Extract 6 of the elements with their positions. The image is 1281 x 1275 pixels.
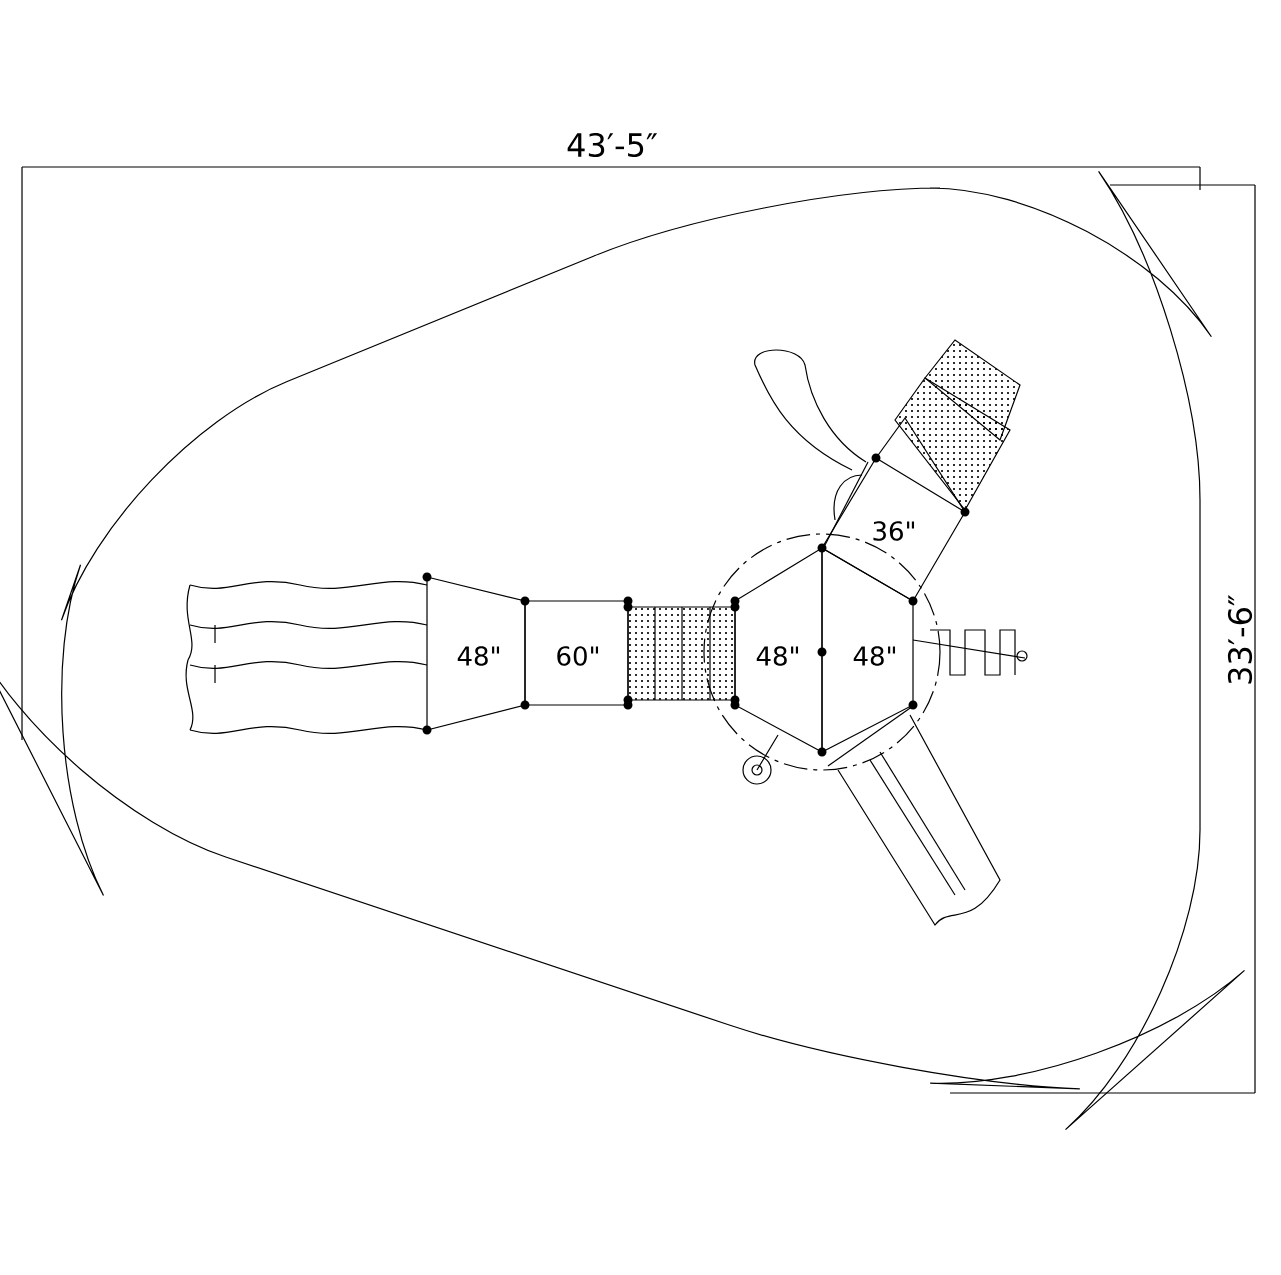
dimension-label: 43′-5″ [567, 132, 658, 158]
deck-platform: 48" [734, 546, 823, 753]
deck-platform: 48" [426, 576, 526, 731]
deck-platform: 36" [821, 457, 966, 602]
dimension-label: 33′-6″ [1227, 594, 1253, 684]
deck-platform: 60" [524, 600, 629, 706]
